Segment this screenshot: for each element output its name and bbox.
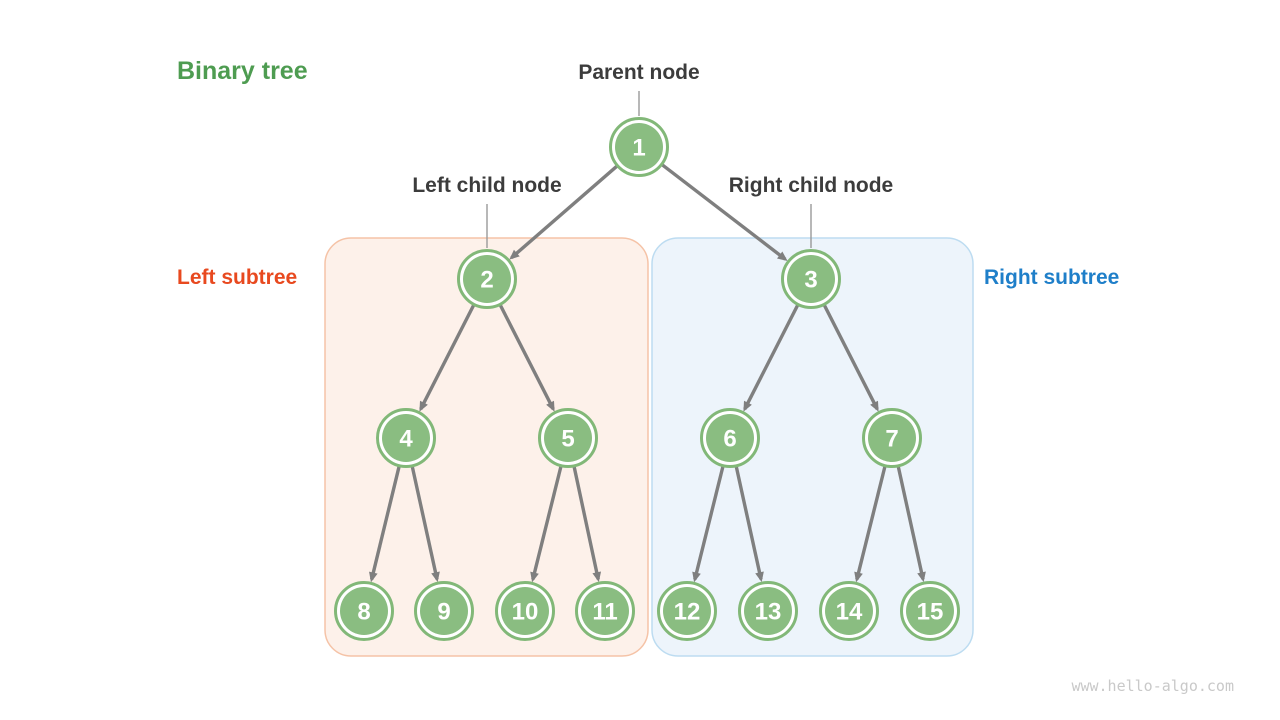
tree-edge-3-7 [822, 304, 879, 412]
tree-node-value: 14 [836, 599, 863, 626]
tree-node-5: 5 [538, 408, 598, 468]
tree-node-15: 15 [900, 581, 960, 641]
tree-edge-5-10 [530, 466, 563, 583]
tree-node-6: 6 [700, 408, 760, 468]
tree-node-value: 7 [885, 426, 898, 453]
tree-node-12: 12 [657, 581, 717, 641]
tree-edge-7-14 [854, 466, 887, 583]
tree-node-value: 9 [437, 599, 450, 626]
tree-node-2: 2 [457, 249, 517, 309]
tree-node-value: 8 [357, 599, 370, 626]
tree-edge-2-5 [498, 304, 555, 412]
parent-node-label: Parent node [578, 61, 700, 84]
tree-edge-1-3 [661, 163, 788, 262]
tree-node-value: 11 [592, 599, 617, 626]
tree-edge-3-6 [743, 304, 800, 412]
tree-node-value: 6 [723, 426, 736, 453]
tree-edge-6-13 [734, 466, 764, 583]
watermark-url: www.hello-algo.com [1071, 677, 1234, 695]
tree-node-9: 9 [414, 581, 474, 641]
tree-node-value: 1 [632, 135, 645, 162]
tree-edge-2-4 [419, 304, 476, 412]
diagram-title: Binary tree [177, 57, 308, 85]
right-child-node-label: Right child node [728, 174, 894, 197]
tree-edge-4-8 [369, 466, 401, 583]
tree-node-10: 10 [495, 581, 555, 641]
tree-node-11: 11 [575, 581, 635, 641]
tree-node-value: 5 [561, 426, 574, 453]
tree-node-value: 10 [512, 599, 539, 626]
tree-edge-6-12 [692, 466, 725, 583]
left-subtree-label: Left subtree [177, 266, 298, 289]
tree-node-7: 7 [862, 408, 922, 468]
tree-node-14: 14 [819, 581, 879, 641]
tree-node-value: 13 [755, 599, 782, 626]
tree-node-4: 4 [376, 408, 436, 468]
tree-edge-1-2 [509, 165, 618, 260]
tree-node-value: 4 [399, 426, 413, 453]
tree-node-value: 12 [674, 599, 701, 626]
tree-node-13: 13 [738, 581, 798, 641]
tree-node-value: 3 [804, 267, 817, 294]
tree-edge-7-15 [896, 466, 926, 583]
tree-node-value: 2 [480, 267, 493, 294]
tree-node-1: 1 [609, 117, 669, 177]
tree-node-8: 8 [334, 581, 394, 641]
right-subtree-label: Right subtree [984, 266, 1120, 289]
right-subtree-box [651, 237, 974, 657]
tree-node-value: 15 [917, 599, 944, 626]
left-child-node-label: Left child node [412, 174, 562, 197]
tree-edge-4-9 [410, 466, 440, 583]
tree-edge-5-11 [572, 466, 602, 583]
tree-node-3: 3 [781, 249, 841, 309]
